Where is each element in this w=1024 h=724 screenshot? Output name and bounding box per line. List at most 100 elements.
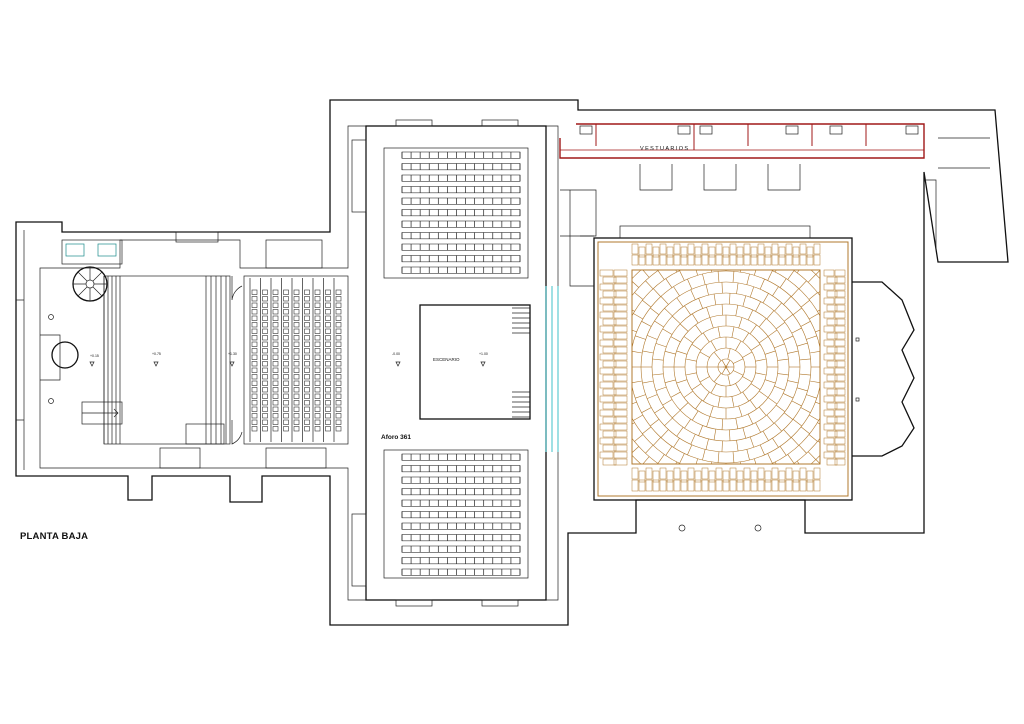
paving-joint [815, 329, 820, 333]
stall-seat [272, 335, 279, 341]
paving-joint [641, 407, 652, 413]
paving-brick [602, 290, 617, 298]
paving-joint [742, 295, 747, 307]
seat-row [401, 151, 521, 159]
seating-frame [383, 449, 529, 579]
seat-row [401, 488, 521, 496]
drawing-title: PLANTA BAJA [20, 531, 89, 542]
stall-seat [262, 322, 268, 328]
stall-seat [293, 309, 300, 315]
paving-brick [785, 467, 793, 480]
stall-seat [314, 289, 321, 295]
paving-brick [602, 430, 617, 438]
paving-joint [766, 490, 769, 500]
paving-brick [645, 254, 653, 266]
paving-joint [670, 391, 681, 398]
seat-row [401, 243, 521, 251]
stage [419, 304, 531, 420]
paving-joint [800, 407, 811, 413]
rear-stalls-seating [243, 275, 349, 445]
paving-joint [738, 405, 743, 417]
stall-seat [251, 400, 258, 406]
paving-brick [631, 243, 639, 255]
paving-joint [710, 383, 717, 394]
stall-seat [325, 406, 331, 412]
stall-seat [293, 289, 300, 295]
paving-joint [717, 451, 720, 463]
paving-brick [806, 246, 814, 258]
paving-joint [758, 390, 769, 398]
paving-joint [755, 422, 761, 433]
paving-joint [835, 291, 844, 297]
paving-joint [806, 394, 817, 399]
stall-seat [262, 426, 268, 432]
stall-seat [272, 361, 279, 367]
stall-seat [262, 315, 268, 321]
paving-brick [771, 254, 779, 266]
stall-seat [335, 328, 342, 334]
stall-seat [335, 335, 342, 341]
paving-brick [799, 243, 807, 255]
paving-joint [748, 472, 750, 483]
stall-seat [251, 406, 258, 412]
paving-brick [613, 437, 628, 445]
stall-seat [314, 367, 321, 373]
stall-seat [314, 387, 321, 393]
paving-joint [796, 460, 800, 464]
paving-brick [687, 254, 695, 266]
paving-brick [602, 444, 617, 452]
stall-seat [251, 348, 258, 354]
glazed-screen [545, 286, 559, 452]
paving-joint [606, 320, 616, 324]
paving-joint [817, 309, 820, 312]
paving-brick [806, 254, 814, 266]
paving-joint [672, 410, 681, 419]
paving-joint [772, 476, 776, 486]
paving-brick [680, 254, 688, 266]
stall-seat [325, 419, 331, 425]
stall-seat [293, 400, 300, 406]
paving-joint [759, 278, 765, 290]
paving-brick [645, 467, 653, 480]
stall-seat [304, 322, 310, 328]
stall-seat [335, 367, 342, 373]
stall-seat [335, 289, 342, 295]
paving-brick [631, 467, 639, 480]
paving-joint [621, 435, 630, 441]
seat-row [401, 534, 521, 542]
paving-brick [771, 467, 779, 480]
stall-seat [251, 426, 258, 432]
stall-seat [251, 387, 258, 393]
paving-brick [834, 381, 846, 389]
paving-joint [731, 396, 735, 408]
paving-joint [758, 243, 761, 254]
stall-seat [304, 387, 310, 393]
paving-joint [650, 418, 660, 427]
paving-brick [645, 243, 653, 255]
paving-brick [823, 339, 835, 347]
stall-seat [304, 341, 310, 347]
paving-brick [792, 254, 800, 266]
paving-joint [729, 429, 731, 441]
paving-brick [736, 246, 744, 258]
paving-joint [679, 270, 685, 281]
paving-joint [647, 251, 653, 260]
paving-joint [779, 278, 787, 288]
stall-seat [335, 419, 342, 425]
paving-joint [609, 351, 620, 352]
paving-brick [834, 318, 846, 326]
stall-seat [325, 393, 331, 399]
paving-joint [672, 315, 681, 324]
paving-joint [721, 418, 724, 430]
paving-joint [661, 481, 666, 491]
paving-joint [796, 342, 808, 347]
paving-brick [599, 353, 614, 361]
paving-joint [809, 351, 820, 354]
paving-joint [798, 444, 807, 454]
stall-seat [283, 315, 289, 321]
paving-brick [680, 479, 688, 492]
stall-seat [325, 309, 331, 315]
paving-joint [748, 251, 750, 262]
paving-joint [721, 282, 723, 294]
stall-seat [314, 309, 321, 315]
